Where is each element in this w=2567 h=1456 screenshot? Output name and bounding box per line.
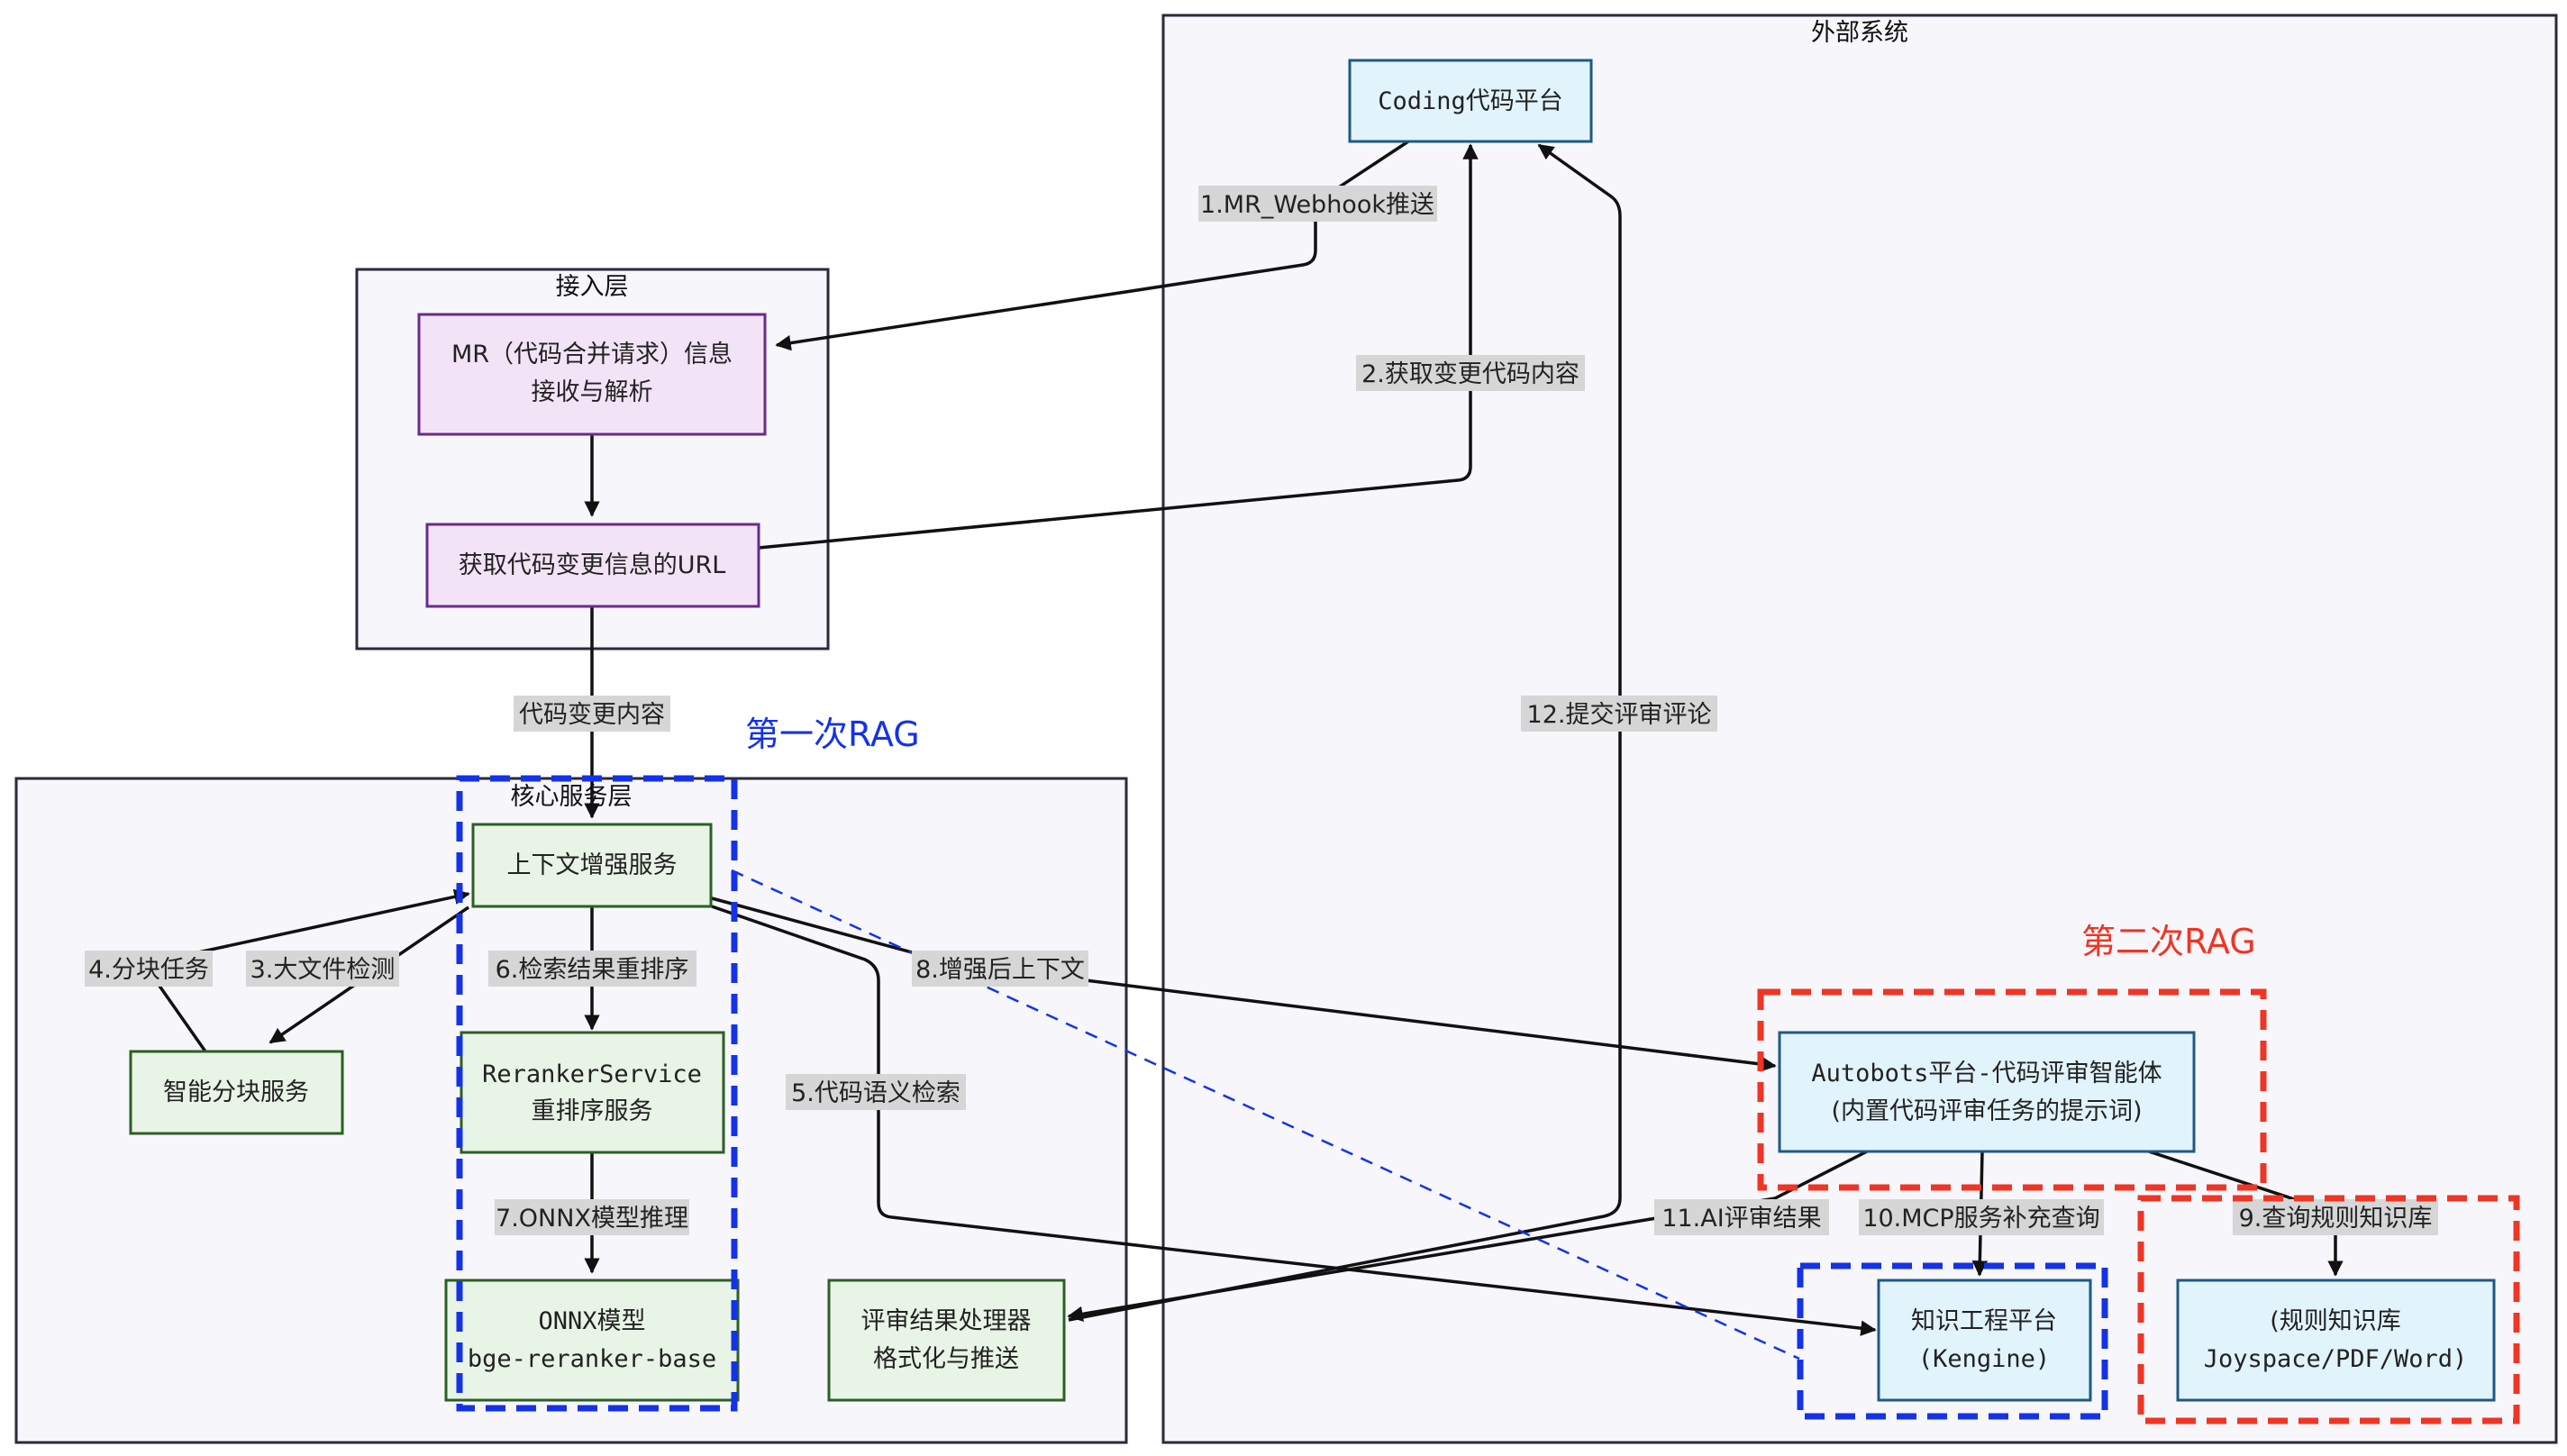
edge-label-code: 代码变更内容 <box>514 696 670 732</box>
node-kengine-line2: (Kengine) <box>1918 1345 2050 1373</box>
edge-label-8: 8.增强后上下文 <box>912 951 1088 987</box>
edge-label-6: 6.检索结果重排序 <box>488 951 696 987</box>
edge-label-11-text: 11.AI评审结果 <box>1661 1205 1821 1233</box>
edge-label-11: 11.AI评审结果 <box>1654 1199 1829 1235</box>
edge-label-4: 4.分块任务 <box>85 951 213 987</box>
node-reranker: RerankerService 重排序服务 <box>460 1031 725 1154</box>
rag1-annotation: 第一次RAG <box>745 714 920 754</box>
node-result-line2: 格式化与推送 <box>873 1345 1019 1373</box>
node-onnx-line1: ONNX模型 <box>538 1307 645 1335</box>
edge-label-2: 2.获取变更代码内容 <box>1356 355 1585 391</box>
node-autobots: Autobots平台-代码评审智能体 (内置代码评审任务的提示词) <box>1778 1031 2196 1153</box>
node-coding-platform: Coding代码平台 <box>1348 59 1593 143</box>
node-context-enhance: 上下文增强服务 <box>471 823 713 908</box>
edge-label-9-text: 9.查询规则知识库 <box>2239 1205 2433 1233</box>
node-chunk-label: 智能分块服务 <box>163 1078 309 1106</box>
group-access-title: 接入层 <box>556 273 629 301</box>
kengine-highlight-box <box>1797 1262 2108 1420</box>
edge-mr-webhook <box>775 140 1409 351</box>
edge-label-10-text: 10.MCP服务补充查询 <box>1862 1205 2099 1233</box>
edge-fetch-changes <box>758 143 1479 550</box>
node-fetch-url: 获取代码变更信息的URL <box>425 523 760 608</box>
node-result-processor: 评审结果处理器 格式化与推送 <box>827 1279 1066 1402</box>
edge-label-5-text: 5.代码语义检索 <box>791 1079 960 1107</box>
edge-ai-result <box>1067 1150 1868 1323</box>
rag-link-dashed <box>731 869 1800 1360</box>
edge-label-7: 7.ONNX模型推理 <box>495 1199 689 1235</box>
node-coding-label: Coding代码平台 <box>1378 87 1563 115</box>
edge-label-code-text: 代码变更内容 <box>519 701 665 729</box>
edge-label-2-text: 2.获取变更代码内容 <box>1361 360 1579 388</box>
node-chunk-service: 智能分块服务 <box>129 1050 344 1135</box>
edge-label-12: 12.提交评审评论 <box>1521 696 1717 732</box>
node-onnx-line2: bge-reranker-base <box>468 1345 716 1373</box>
node-rules-line2: Joyspace/PDF/Word) <box>2204 1345 2468 1373</box>
edge-label-6-text: 6.检索结果重排序 <box>496 956 689 984</box>
rag1-highlight-box <box>456 775 738 1412</box>
node-onnx-model: ONNX模型 bge-reranker-base <box>444 1279 740 1402</box>
node-autobots-line1: Autobots平台-代码评审智能体 <box>1811 1060 2162 1087</box>
node-kengine: 知识工程平台 (Kengine) <box>1877 1279 2092 1402</box>
node-rules-line1: (规则知识库 <box>2270 1307 2401 1335</box>
node-reranker-line2: 重排序服务 <box>532 1097 653 1125</box>
node-mr-line1: MR（代码合并请求）信息 <box>451 341 733 369</box>
node-rules-kb: (规则知识库 Joyspace/PDF/Word) <box>2176 1279 2496 1402</box>
edge-label-12-text: 12.提交评审评论 <box>1527 701 1712 729</box>
node-fetch-url-label: 获取代码变更信息的URL <box>459 551 726 579</box>
node-context-label: 上下文增强服务 <box>507 851 678 879</box>
edge-label-5: 5.代码语义检索 <box>786 1074 966 1110</box>
group-external-title: 外部系统 <box>1811 19 1908 47</box>
node-autobots-line2: (内置代码评审任务的提示词) <box>1831 1097 2142 1125</box>
edge-label-8-text: 8.增强后上下文 <box>915 956 1085 984</box>
node-kengine-line1: 知识工程平台 <box>1911 1307 2057 1335</box>
group-core-title: 核心服务层 <box>511 783 633 811</box>
edge-label-1: 1.MR_Webhook推送 <box>1198 186 1437 222</box>
rag2-highlight-box <box>1757 988 2267 1191</box>
edge-label-10: 10.MCP服务补充查询 <box>1859 1199 2104 1235</box>
edge-label-7-text: 7.ONNX模型推理 <box>496 1205 688 1233</box>
rules-highlight-box <box>2137 1195 2520 1424</box>
edge-label-9: 9.查询规则知识库 <box>2233 1199 2438 1235</box>
edge-label-1-text: 1.MR_Webhook推送 <box>1200 191 1434 219</box>
node-result-line1: 评审结果处理器 <box>861 1307 1032 1335</box>
edge-label-4-text: 4.分块任务 <box>88 956 209 984</box>
edge-label-3-text: 3.大文件检测 <box>250 956 396 984</box>
node-reranker-line1: RerankerService <box>482 1060 702 1088</box>
rag2-annotation: 第二次RAG <box>2081 922 2256 961</box>
edge-label-3: 3.大文件检测 <box>246 951 399 987</box>
node-mr-parse: MR（代码合并请求）信息 接收与解析 <box>417 313 767 436</box>
node-mr-line2: 接收与解析 <box>532 378 653 406</box>
